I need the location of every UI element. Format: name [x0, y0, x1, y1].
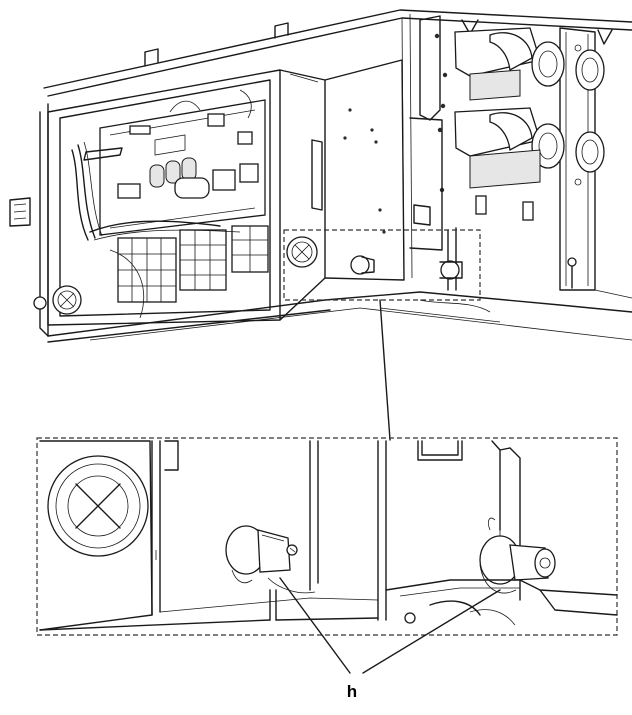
drain-pan-bracket	[409, 117, 491, 313]
detail-view	[36, 437, 618, 636]
left-side-panel	[9, 103, 49, 337]
switch-box	[47, 69, 281, 326]
wiring-harness	[71, 89, 252, 319]
detail-right-panel	[377, 440, 618, 626]
detail-floor	[39, 617, 379, 631]
middle-panel	[324, 59, 405, 281]
detail-middle-panel	[225, 440, 319, 621]
detail-frame	[36, 437, 618, 636]
callout-h-leader-left	[279, 577, 351, 674]
callout-h-label: h	[347, 682, 357, 701]
callout-h-leader-right	[362, 589, 501, 674]
screw-icon	[33, 296, 47, 310]
detail-leader-line	[379, 299, 391, 441]
switch-box-side	[279, 69, 326, 321]
unit-overview	[9, 9, 632, 441]
detail-region-marker	[283, 229, 481, 301]
bottom-frame	[47, 289, 632, 343]
terminal-blocks	[117, 225, 269, 303]
refrigerant-pipes	[419, 15, 605, 291]
detail-floor-inner	[159, 597, 379, 613]
detail-left-panel	[39, 440, 179, 631]
callout-h: h	[279, 577, 501, 701]
